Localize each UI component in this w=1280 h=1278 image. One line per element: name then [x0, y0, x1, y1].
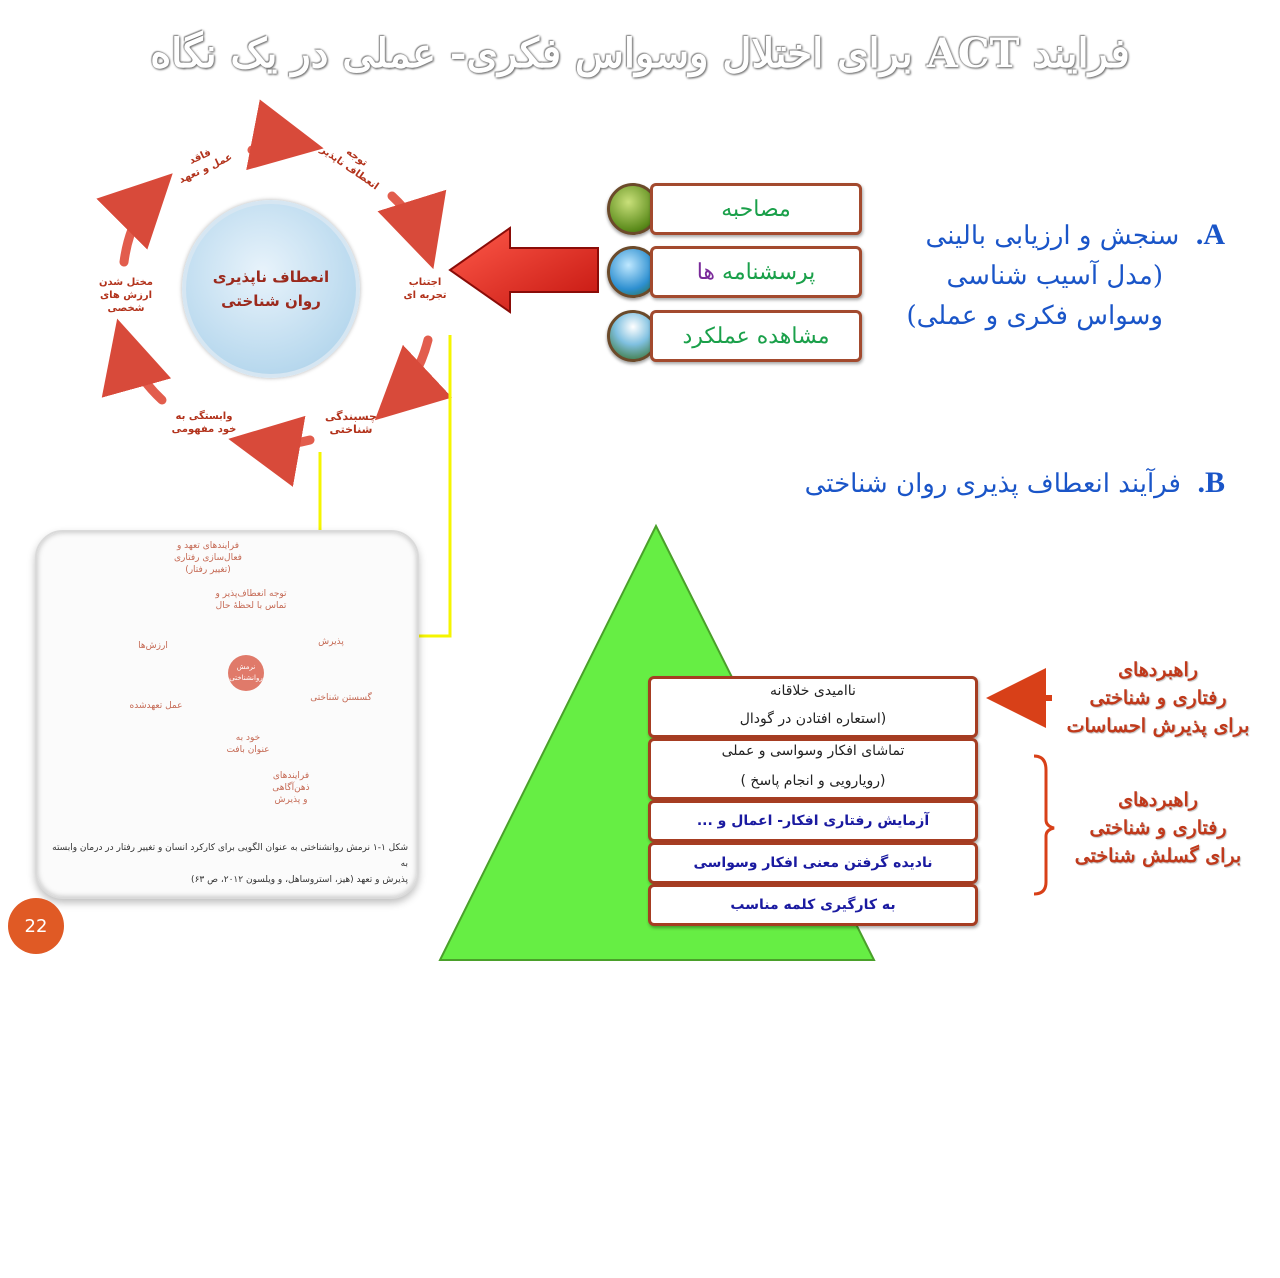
figure-caption-line: پذیرش و تعهد (هیز، استروساهل، و ویلسون ۲… — [191, 875, 408, 885]
figure-label-bottom: فرایندهای ذهن‌آگاهی و پذیرش — [246, 770, 336, 806]
assessment-box-label: مشاهده عملکرد — [682, 323, 830, 349]
figure-text: فرایندهای تعهد و — [176, 541, 240, 551]
acceptance-strategies-label: راهبردهای رفتاری و شناختی برای پذیرش احس… — [1056, 656, 1260, 740]
figure-label-committed: عمل تعهدشده — [129, 701, 183, 711]
cycle-arrow — [377, 189, 447, 270]
figure-label-values: ارزش‌ها — [138, 641, 168, 651]
figure-label-self: خود به عنوان بافت — [208, 732, 288, 756]
figure-text: عنوان بافت — [226, 745, 270, 755]
label-line: راهبردهای — [1118, 789, 1198, 811]
assessment-box-observation: مشاهده عملکرد — [650, 310, 862, 362]
section-a-heading: A. سنجش و ارزیابی بالینی — [906, 215, 1225, 256]
strategy-text: تماشای افکار وسواسی و عملی — [721, 743, 905, 759]
strategy-text: ناامیدی خلاقانه — [770, 683, 856, 699]
strategy-box-watching-thoughts: تماشای افکار وسواسی و عملی (رویارویی و ا… — [648, 738, 978, 800]
assessment-box-questionnaire: پرسشنامه ها — [650, 246, 862, 298]
section-a-title: سنجش و ارزیابی بالینی — [925, 221, 1180, 251]
assessment-arrow — [448, 226, 599, 314]
label-line: برای پذیرش احساسات — [1066, 715, 1250, 737]
assessment-box-label: مصاحبه — [721, 196, 791, 222]
figure-label-acceptance: پذیرش — [318, 637, 344, 647]
figure-text: نرمش — [236, 663, 256, 671]
figure-label-defusion: گسستن شناختی — [310, 693, 372, 703]
section-b-letter: B. — [1197, 466, 1225, 499]
figure-text: ذهن‌آگاهی — [272, 783, 310, 793]
cycle-node-text: چسبندگی — [325, 410, 377, 423]
cycle-arrow — [246, 99, 324, 171]
cycle-arrow — [96, 173, 173, 267]
cycle-arrow — [374, 335, 453, 421]
section-a-letter: A. — [1195, 218, 1225, 251]
cycle-node: اجتناب تجربه ای — [395, 276, 455, 302]
label-line: رفتاری و شناختی — [1089, 687, 1227, 709]
cycle-node-text: خود مفهومی — [171, 424, 237, 435]
strategy-text: (رویارویی و انجام پاسخ ) — [740, 773, 886, 789]
page-number-badge: 22 — [8, 898, 64, 954]
assessment-box-label: پرسشنامه — [722, 259, 816, 285]
label-line: راهبردهای — [1118, 659, 1198, 681]
figure-center: نرمش روانشناختی — [228, 655, 264, 691]
cycle-node-text: مختل شدن — [98, 277, 154, 288]
section-b: B. فرآیند انعطاف پذیری روان شناختی — [805, 466, 1225, 500]
figure-text: فعال‌سازی رفتاری — [174, 553, 242, 563]
section-a-subtitle: (مدل آسیب شناسی — [946, 261, 1163, 291]
figure-caption-line: شکل ۱-۱ نرمش روانشناختی به عنوان الگویی … — [52, 843, 408, 869]
cycle-node-text: ارزش های — [99, 290, 153, 301]
strategy-box-behavioral-experiment: آزمایش رفتاری افکار- اعمال و ... — [648, 800, 978, 842]
figure-text: تماس با لحظهٔ حال — [215, 601, 287, 611]
strategy-box-creative-hopelessness: ناامیدی خلاقانه (استعاره افتادن در گودال — [648, 676, 978, 738]
strategy-text: به کارگیری کلمه مناسب — [730, 897, 896, 913]
strategy-box-right-word: به کارگیری کلمه مناسب — [648, 884, 978, 926]
cycle-ring — [96, 99, 453, 487]
page-title: فرایند ACT برای اختلال وسواس فکری- عملی … — [150, 30, 1130, 77]
strategy-text: آزمایش رفتاری افکار- اعمال و ... — [696, 813, 930, 829]
figure-text: توجه انعطاف‌پذیر و — [215, 589, 287, 599]
cycle-arrow — [228, 415, 315, 487]
cycle-node-text: شخصی — [107, 303, 145, 314]
figure-text: (تغییر رفتار) — [185, 565, 231, 575]
cycle-node-text: تجربه ای — [403, 290, 447, 301]
figure-text: و پذیرش — [274, 795, 308, 805]
cycle-center-line: انعطاف ناپذیری — [212, 268, 330, 286]
label-line: برای گسلش شناختی — [1074, 845, 1242, 867]
figure-text: خود به — [235, 733, 261, 743]
figure-text: فرایندهای — [272, 771, 310, 781]
defusion-bracket — [1033, 754, 1055, 896]
strategy-text: (استعاره افتادن در گودال — [739, 711, 887, 727]
cycle-center-line: روان شناختی — [221, 292, 321, 310]
figure-caption: شکل ۱-۱ نرمش روانشناختی به عنوان الگویی … — [48, 840, 408, 888]
cycle-node: چسبندگی شناختی — [316, 410, 386, 436]
cycle-node-text: شناختی — [329, 423, 373, 436]
figure-text: روانشناختی — [229, 674, 263, 682]
cycle-node: مختل شدن ارزش های شخصی — [96, 276, 156, 315]
strategy-text: نادیده گرفتن معنی افکار وسواسی — [693, 855, 933, 871]
assessment-box-interview: مصاحبه — [650, 183, 862, 235]
figure-frame — [35, 530, 419, 899]
assessment-box-label: ها — [696, 259, 716, 285]
cycle-node: وابستگی به خود مفهومی — [164, 410, 244, 436]
label-line: رفتاری و شناختی — [1089, 817, 1227, 839]
figure-label-upper: توجه انعطاف‌پذیر و تماس با لحظهٔ حال — [196, 588, 306, 612]
cycle-node-text: وابستگی به — [175, 411, 233, 422]
section-a: A. سنجش و ارزیابی بالینی (مدل آسیب شناسی… — [906, 215, 1225, 336]
section-b-title: فرآیند انعطاف پذیری روان شناختی — [804, 469, 1181, 499]
strategy-box-ignore-meaning: نادیده گرفتن معنی افکار وسواسی — [648, 842, 978, 884]
cycle-node-text: اجتناب — [408, 277, 442, 288]
section-a-subtitle: وسواس فکری و عملی) — [906, 301, 1163, 331]
cycle-arrow — [101, 318, 172, 405]
defusion-strategies-label: راهبردهای رفتاری و شناختی برای گسلش شناخ… — [1056, 786, 1260, 870]
figure-label-top: فرایندهای تعهد و فعال‌سازی رفتاری (تغییر… — [148, 540, 268, 576]
cycle-center: انعطاف ناپذیری روان شناختی — [182, 200, 360, 378]
